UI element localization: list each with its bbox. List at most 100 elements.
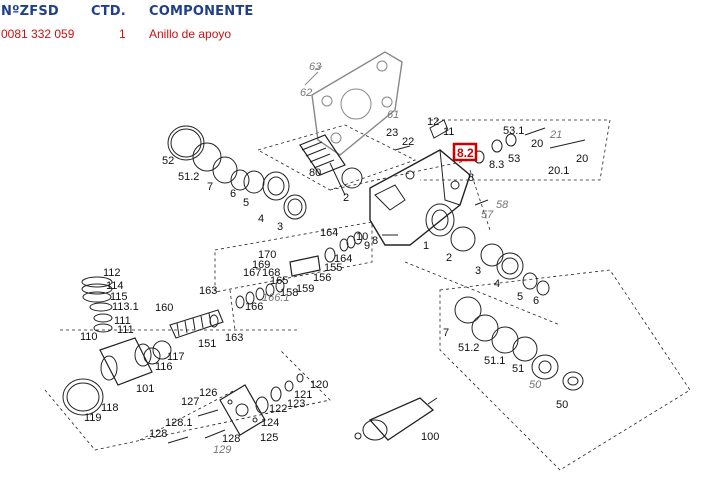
- part-label-20-1: 20.1: [548, 165, 569, 177]
- part-label-111b: 111: [117, 324, 134, 336]
- part-label-10: 10: [356, 231, 368, 243]
- part-label-170: 170: [258, 249, 276, 261]
- part-label-1: 1: [423, 240, 429, 252]
- part-label-159: 159: [296, 283, 314, 295]
- piston-rings: [289, 226, 550, 296]
- valve-assembly: [62, 276, 224, 416]
- bearing-rings-upper: [167, 125, 307, 220]
- part-label-51-1: 51.1: [484, 355, 505, 367]
- part-label-156: 156: [313, 272, 331, 284]
- input-shaft-80: [299, 134, 363, 196]
- part-label-5: 5: [243, 197, 249, 209]
- part-label-114: 114: [106, 280, 124, 292]
- part-label-7: 7: [207, 181, 213, 193]
- part-label-128b: 128: [222, 433, 240, 445]
- part-label-128a: 128: [149, 428, 167, 440]
- part-label-167: 167: [243, 267, 261, 279]
- part-label-101: 101: [136, 383, 154, 395]
- steering-housing-1: [369, 149, 471, 246]
- part-label-2a: 2: [343, 192, 349, 204]
- part-label-158: 158: [280, 287, 298, 299]
- assembled-unit-100: [354, 397, 438, 441]
- part-label-23: 23: [386, 127, 398, 139]
- part-label-5b: 5: [517, 291, 523, 303]
- part-label-112: 112: [103, 267, 121, 279]
- part-labels: 63 62 61 53.1 21 12 11 23 22 20 20 53 8.…: [80, 61, 588, 456]
- part-label-58: 58: [496, 199, 509, 211]
- bearing-rings-lower: [454, 296, 584, 391]
- part-label-6: 6: [230, 188, 236, 200]
- seal-rings: [143, 279, 285, 365]
- part-label-155: 155: [324, 262, 342, 274]
- part-label-127: 127: [181, 396, 199, 408]
- part-label-20a: 20: [531, 138, 543, 150]
- part-qty: 1: [119, 27, 126, 41]
- part-label-123: 123: [287, 398, 305, 410]
- part-label-20b: 20: [576, 153, 588, 165]
- part-label-118: 118: [101, 402, 119, 414]
- part-label-9: 9: [364, 240, 370, 252]
- part-label-50-italic: 50: [529, 379, 542, 391]
- part-label-50: 50: [556, 399, 568, 411]
- part-label-4: 4: [258, 213, 264, 225]
- part-label-52: 52: [162, 155, 174, 167]
- part-label-166-1: 166.1: [262, 292, 290, 304]
- part-label-163b: 163: [225, 332, 243, 344]
- end-cover: [167, 373, 304, 444]
- part-label-8b: 8: [372, 235, 378, 247]
- part-label-116: 116: [155, 361, 173, 373]
- part-label-51: 51: [512, 363, 524, 375]
- highlight-label: 8.2: [457, 146, 474, 160]
- part-label-80: 80: [309, 167, 321, 179]
- part-label-7b: 7: [443, 327, 449, 339]
- part-label-164b: 164: [334, 253, 352, 265]
- part-label-164a: 164: [320, 227, 338, 239]
- part-label-8: 8: [468, 172, 474, 184]
- part-label-2b: 2: [446, 252, 452, 264]
- part-label-110: 110: [80, 331, 98, 343]
- part-label-4b: 4: [494, 278, 500, 290]
- part-label-117: 117: [167, 351, 185, 363]
- col-header-qty: CTD.: [91, 4, 126, 19]
- part-label-62: 62: [300, 87, 312, 99]
- part-label-126: 126: [199, 387, 217, 399]
- part-label-8-3: 8.3: [489, 159, 504, 171]
- part-label-115: 115: [110, 291, 128, 303]
- highlight-box[interactable]: [452, 142, 478, 162]
- part-label-121: 121: [294, 389, 312, 401]
- part-label-12: 12: [427, 116, 439, 128]
- part-label-53-1: 53.1: [503, 125, 524, 137]
- part-label-11: 11: [443, 126, 454, 138]
- part-label-168: 168: [262, 267, 280, 279]
- part-label-120: 120: [310, 379, 328, 391]
- part-code[interactable]: 0081 332 059: [1, 27, 75, 41]
- parts-header: NºZFSD CTD. COMPONENTE 0081 332 059 1 An…: [0, 0, 720, 46]
- part-label-6b: 6: [533, 295, 539, 307]
- part-label-21: 21: [549, 129, 562, 141]
- part-label-3b: 3: [475, 265, 481, 277]
- part-label-151: 151: [198, 338, 216, 350]
- part-component[interactable]: Anillo de apoyo: [149, 27, 232, 41]
- part-label-163a: 163: [199, 285, 217, 297]
- part-label-51-2: 51.2: [178, 171, 199, 183]
- part-label-128-1: 128.1: [165, 417, 193, 429]
- part-label-124: 124: [261, 417, 279, 429]
- part-label-53: 53: [508, 153, 520, 165]
- part-label-169: 169: [252, 259, 270, 271]
- part-label-22: 22: [402, 136, 414, 148]
- part-label-51-2b: 51.2: [458, 342, 479, 354]
- part-label-119: 119: [84, 412, 102, 424]
- part-label-61: 61: [387, 109, 399, 121]
- part-label-165: 165: [270, 275, 288, 287]
- part-label-57: 57: [481, 209, 494, 221]
- part-label-160: 160: [155, 302, 173, 314]
- col-header-component: COMPONENTE: [149, 4, 254, 19]
- part-label-129: 129: [213, 444, 231, 456]
- part-label-125: 125: [260, 432, 278, 444]
- exploded-parts-diagram: 8.2 63 62 61 53.1 21 12 11 23 22 20 20 5…: [44, 51, 691, 471]
- part-label-63: 63: [309, 61, 322, 73]
- part-label-3: 3: [277, 221, 283, 233]
- part-label-113-1: 113.1: [112, 301, 139, 313]
- part-label-100: 100: [421, 431, 439, 443]
- col-header-code: NºZFSD: [1, 4, 59, 19]
